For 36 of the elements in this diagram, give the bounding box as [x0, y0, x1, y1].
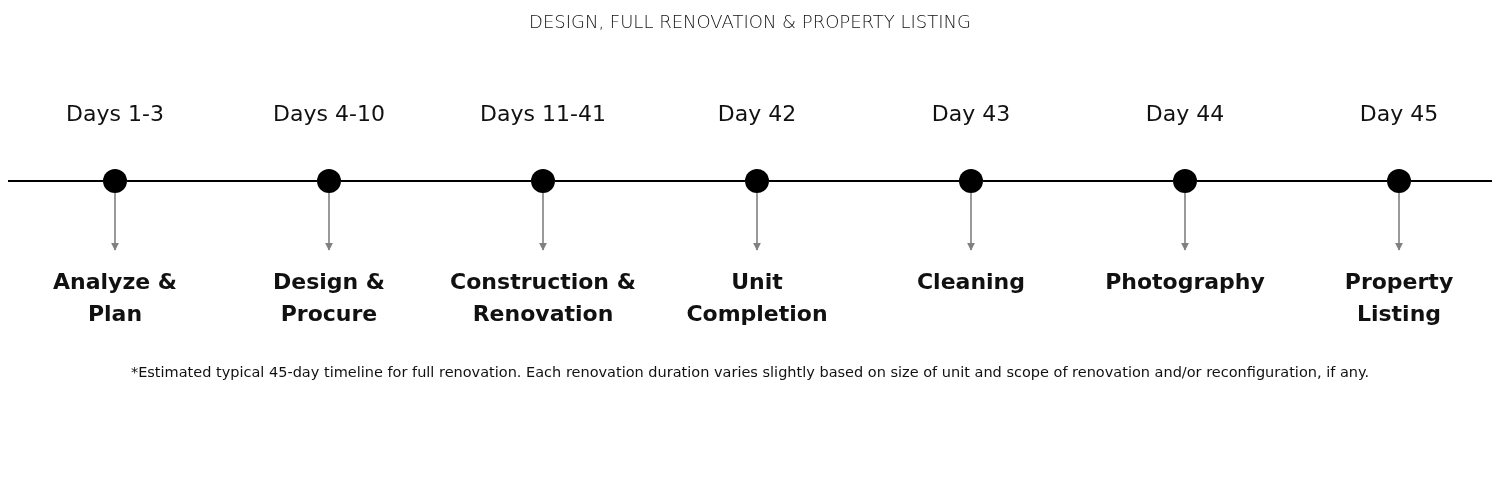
stage-label: Photography: [1090, 266, 1280, 298]
timeline-line: [554, 180, 746, 182]
day-range-label: Days 4-10: [272, 101, 386, 126]
timeline-dot: [103, 169, 127, 193]
day-range-label: Day 42: [716, 101, 798, 126]
arrow: [967, 192, 975, 251]
arrow: [539, 192, 547, 251]
timeline-dot: [1387, 169, 1411, 193]
timeline-line: [1196, 180, 1388, 182]
arrow: [1181, 192, 1189, 251]
day-range-label: Day 45: [1358, 101, 1440, 126]
day-range-label: Days 1-3: [65, 101, 165, 126]
timeline-line: [126, 180, 318, 182]
arrow: [325, 192, 333, 251]
timeline-line: [340, 180, 532, 182]
timeline-dot: [317, 169, 341, 193]
timeline-line: [982, 180, 1174, 182]
footnote: *Estimated typical 45-day timeline for full renovation. Each renovation duration varies slightly based on size of unit and scope of renovation and/or reconfiguration, if any.: [129, 364, 1371, 380]
diagram-title: DESIGN, FULL RENOVATION & PROPERTY LISTING: [528, 11, 972, 32]
arrow: [111, 192, 119, 251]
stage-label: Cleaning: [896, 266, 1046, 298]
timeline-dot: [531, 169, 555, 193]
stage-label: Analyze & Plan: [40, 266, 190, 330]
day-range-label: Days 11-41: [479, 101, 607, 126]
timeline-dot: [745, 169, 769, 193]
stage-label: Unit Completion: [682, 266, 832, 330]
stage-label: Design & Procure: [254, 266, 404, 330]
day-range-label: Day 43: [930, 101, 1012, 126]
timeline-dot: [1173, 169, 1197, 193]
timeline-dot: [959, 169, 983, 193]
stage-label: Property Listing: [1324, 266, 1474, 330]
day-range-label: Day 44: [1144, 101, 1226, 126]
stage-label: Construction & Renovation: [438, 266, 648, 330]
arrow: [1395, 192, 1403, 251]
timeline-line: [768, 180, 960, 182]
arrow: [753, 192, 761, 251]
